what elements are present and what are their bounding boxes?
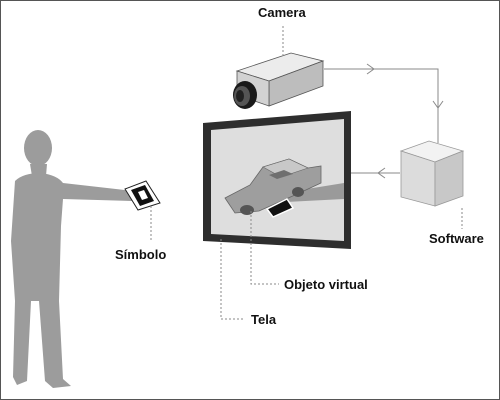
camera-label: Camera bbox=[258, 5, 306, 20]
camera-icon bbox=[233, 52, 325, 109]
virtual-object-label: Objeto virtual bbox=[284, 277, 368, 292]
arrowheads bbox=[366, 63, 444, 179]
marker-symbol-icon bbox=[124, 180, 161, 211]
person-icon bbox=[11, 130, 133, 388]
screen-label: Tela bbox=[251, 312, 277, 327]
software-box-icon bbox=[399, 140, 465, 207]
car-virtual-object-icon bbox=[224, 158, 322, 218]
software-label: Software bbox=[429, 231, 484, 246]
symbol-label: Símbolo bbox=[115, 247, 167, 262]
connector-lines bbox=[150, 26, 463, 320]
